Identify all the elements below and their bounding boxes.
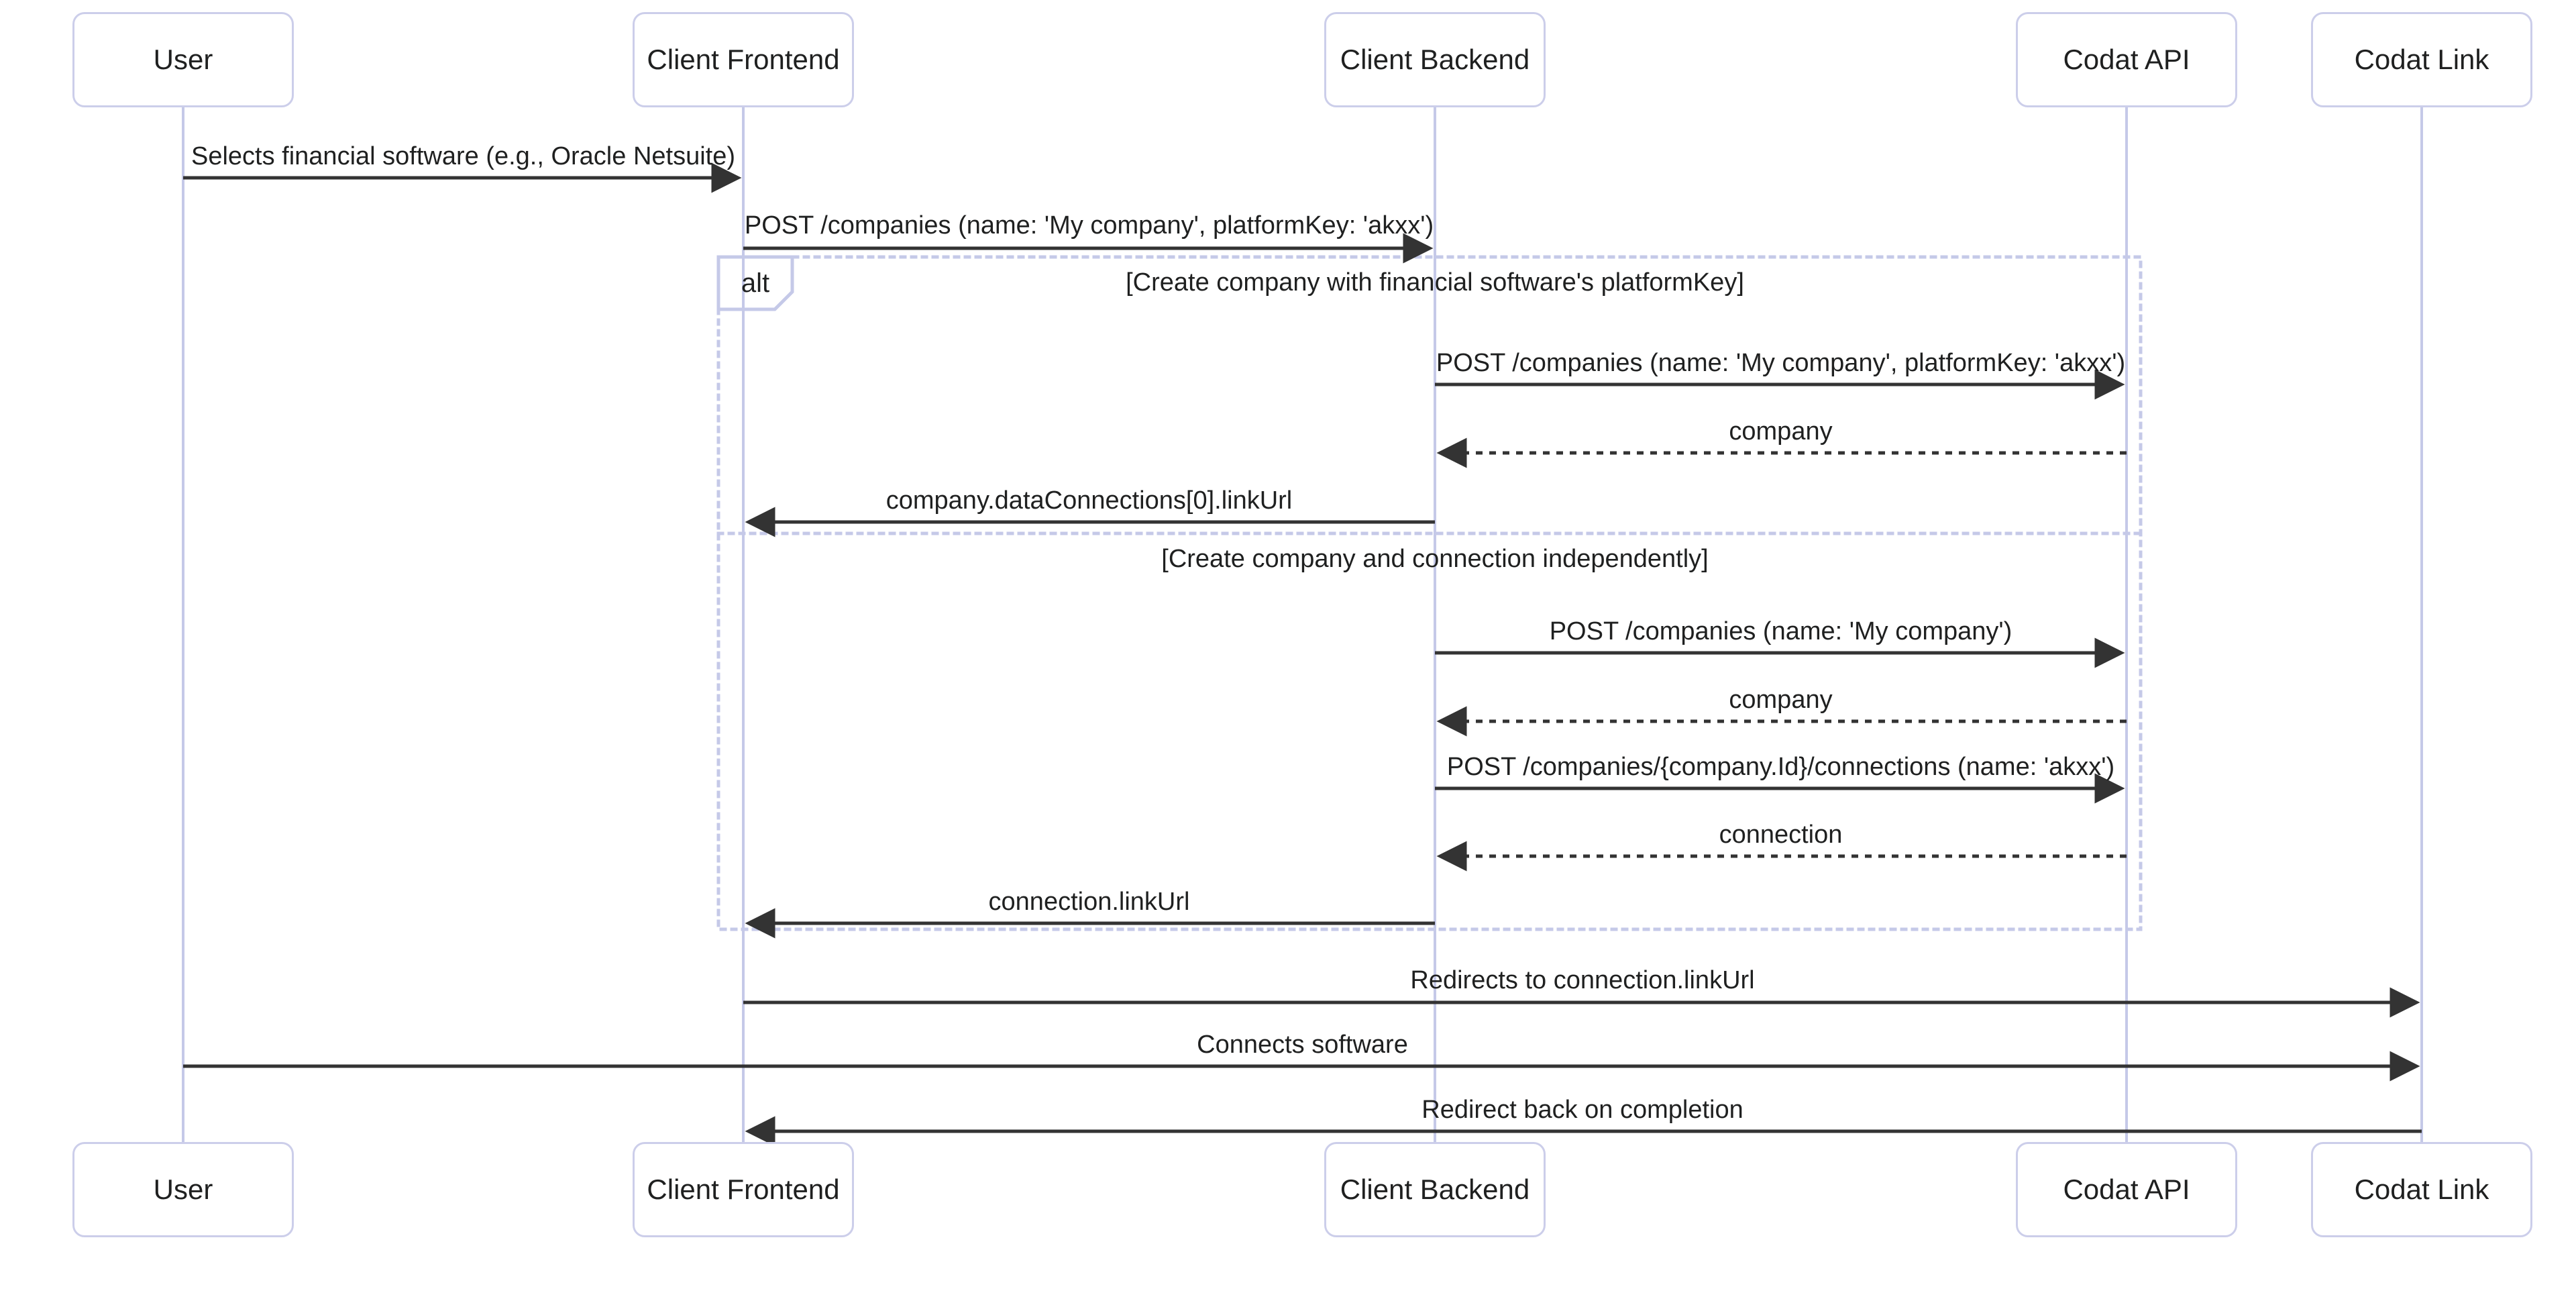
participant-box-backend-top[interactable]: Client Backend [1324, 12, 1546, 107]
message-label-m7: company [1729, 686, 1833, 714]
participant-box-frontend-top[interactable]: Client Frontend [633, 12, 854, 107]
participant-label-user-bottom: User [153, 1174, 213, 1205]
fragment-condition-alt-branch-1: [Create company with financial software'… [1126, 268, 1744, 297]
fragment-condition-alt-branch-2: [Create company and connection independe… [1161, 545, 1709, 573]
participant-box-codatlink-bottom[interactable]: Codat Link [2311, 1142, 2532, 1237]
message-label-m10: connection.linkUrl [988, 888, 1190, 916]
participant-box-frontend-bottom[interactable]: Client Frontend [633, 1142, 854, 1237]
message-label-m12: Connects software [1197, 1031, 1408, 1059]
message-label-m8: POST /companies/{company.Id}/connections… [1446, 753, 2115, 781]
participant-box-codatapi-bottom[interactable]: Codat API [2016, 1142, 2237, 1237]
participant-label-backend-top: Client Backend [1340, 44, 1530, 75]
participant-box-codatapi-top[interactable]: Codat API [2016, 12, 2237, 107]
message-label-m13: Redirect back on completion [1421, 1096, 1743, 1124]
message-label-m1: Selects financial software (e.g., Oracle… [191, 142, 736, 170]
participant-label-frontend-bottom: Client Frontend [647, 1174, 840, 1205]
participant-box-user-top[interactable]: User [72, 12, 294, 107]
lifelines [182, 107, 2423, 1142]
participant-label-user-top: User [153, 44, 213, 75]
participant-box-backend-bottom[interactable]: Client Backend [1324, 1142, 1546, 1237]
fragment-tag-shape-alt-block [716, 255, 794, 311]
message-label-m9: connection [1719, 821, 1843, 849]
message-label-m11: Redirects to connection.linkUrl [1410, 966, 1755, 994]
participant-label-frontend-top: Client Frontend [647, 44, 840, 75]
participant-box-user-bottom[interactable]: User [72, 1142, 294, 1237]
message-label-m5: company.dataConnections[0].linkUrl [885, 486, 1293, 515]
message-label-m4: company [1729, 417, 1833, 446]
message-label-m3: POST /companies (name: 'My company', pla… [1436, 349, 2126, 377]
participant-label-codatlink-top: Codat Link [2354, 44, 2489, 75]
participant-label-codatapi-bottom: Codat API [2063, 1174, 2190, 1205]
message-arrows [183, 162, 2422, 1147]
participant-label-backend-bottom: Client Backend [1340, 1174, 1530, 1205]
fragment-tag-label-alt-block: alt [741, 268, 770, 298]
message-label-m6: POST /companies (name: 'My company') [1549, 617, 2012, 645]
participant-box-codatlink-top[interactable]: Codat Link [2311, 12, 2532, 107]
participant-label-codatapi-top: Codat API [2063, 44, 2190, 75]
message-label-m2: POST /companies (name: 'My company', pla… [744, 211, 1434, 240]
participant-label-codatlink-bottom: Codat Link [2354, 1174, 2489, 1205]
